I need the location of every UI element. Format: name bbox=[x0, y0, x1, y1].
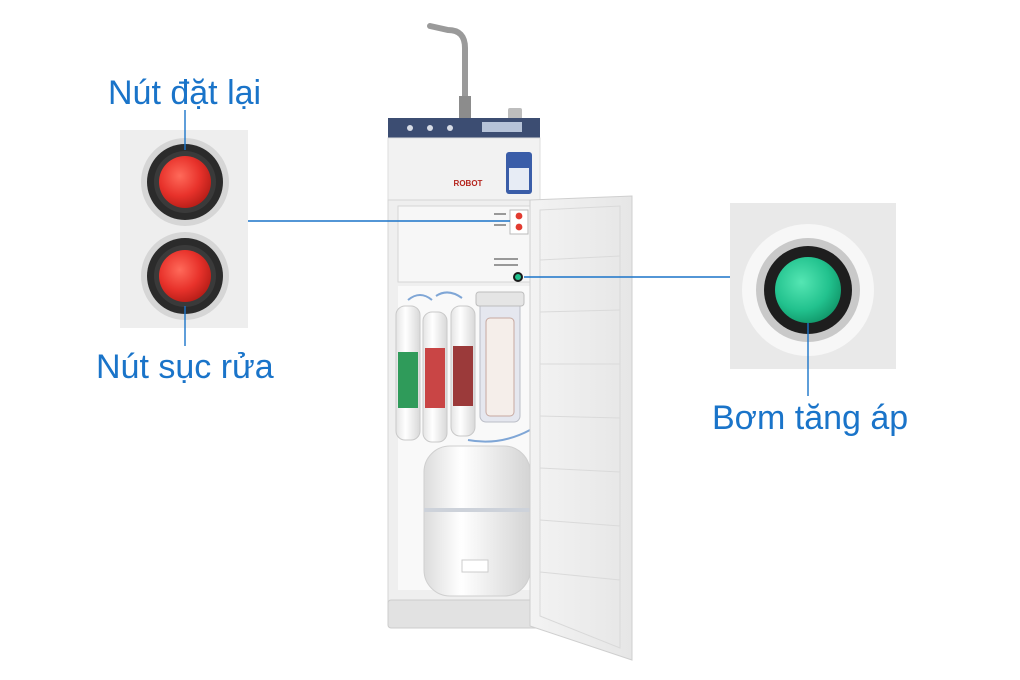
water-purifier: ROBOT bbox=[387, 23, 633, 661]
pump-indicator bbox=[515, 274, 521, 280]
base bbox=[387, 599, 541, 629]
buttons-closeup-panel bbox=[120, 130, 248, 328]
flush-button-closeup bbox=[141, 232, 229, 320]
reset-button-label: Nút đặt lại bbox=[108, 74, 262, 112]
faucet bbox=[427, 23, 468, 115]
flush-button-label: Nút sục rửa bbox=[96, 348, 274, 386]
reset-button-closeup bbox=[141, 138, 229, 226]
pump-closeup-panel bbox=[730, 203, 896, 369]
leader-lines bbox=[184, 110, 809, 396]
pump-indicator-closeup bbox=[775, 257, 841, 323]
filter-cartridges bbox=[395, 291, 525, 443]
pressure-tank bbox=[423, 445, 531, 597]
reset-button bbox=[515, 212, 523, 220]
open-door bbox=[529, 195, 633, 661]
booster-pump-label: Bơm tăng áp bbox=[712, 399, 909, 437]
brand-logo: ROBOT bbox=[454, 179, 483, 188]
flush-button bbox=[515, 223, 523, 231]
